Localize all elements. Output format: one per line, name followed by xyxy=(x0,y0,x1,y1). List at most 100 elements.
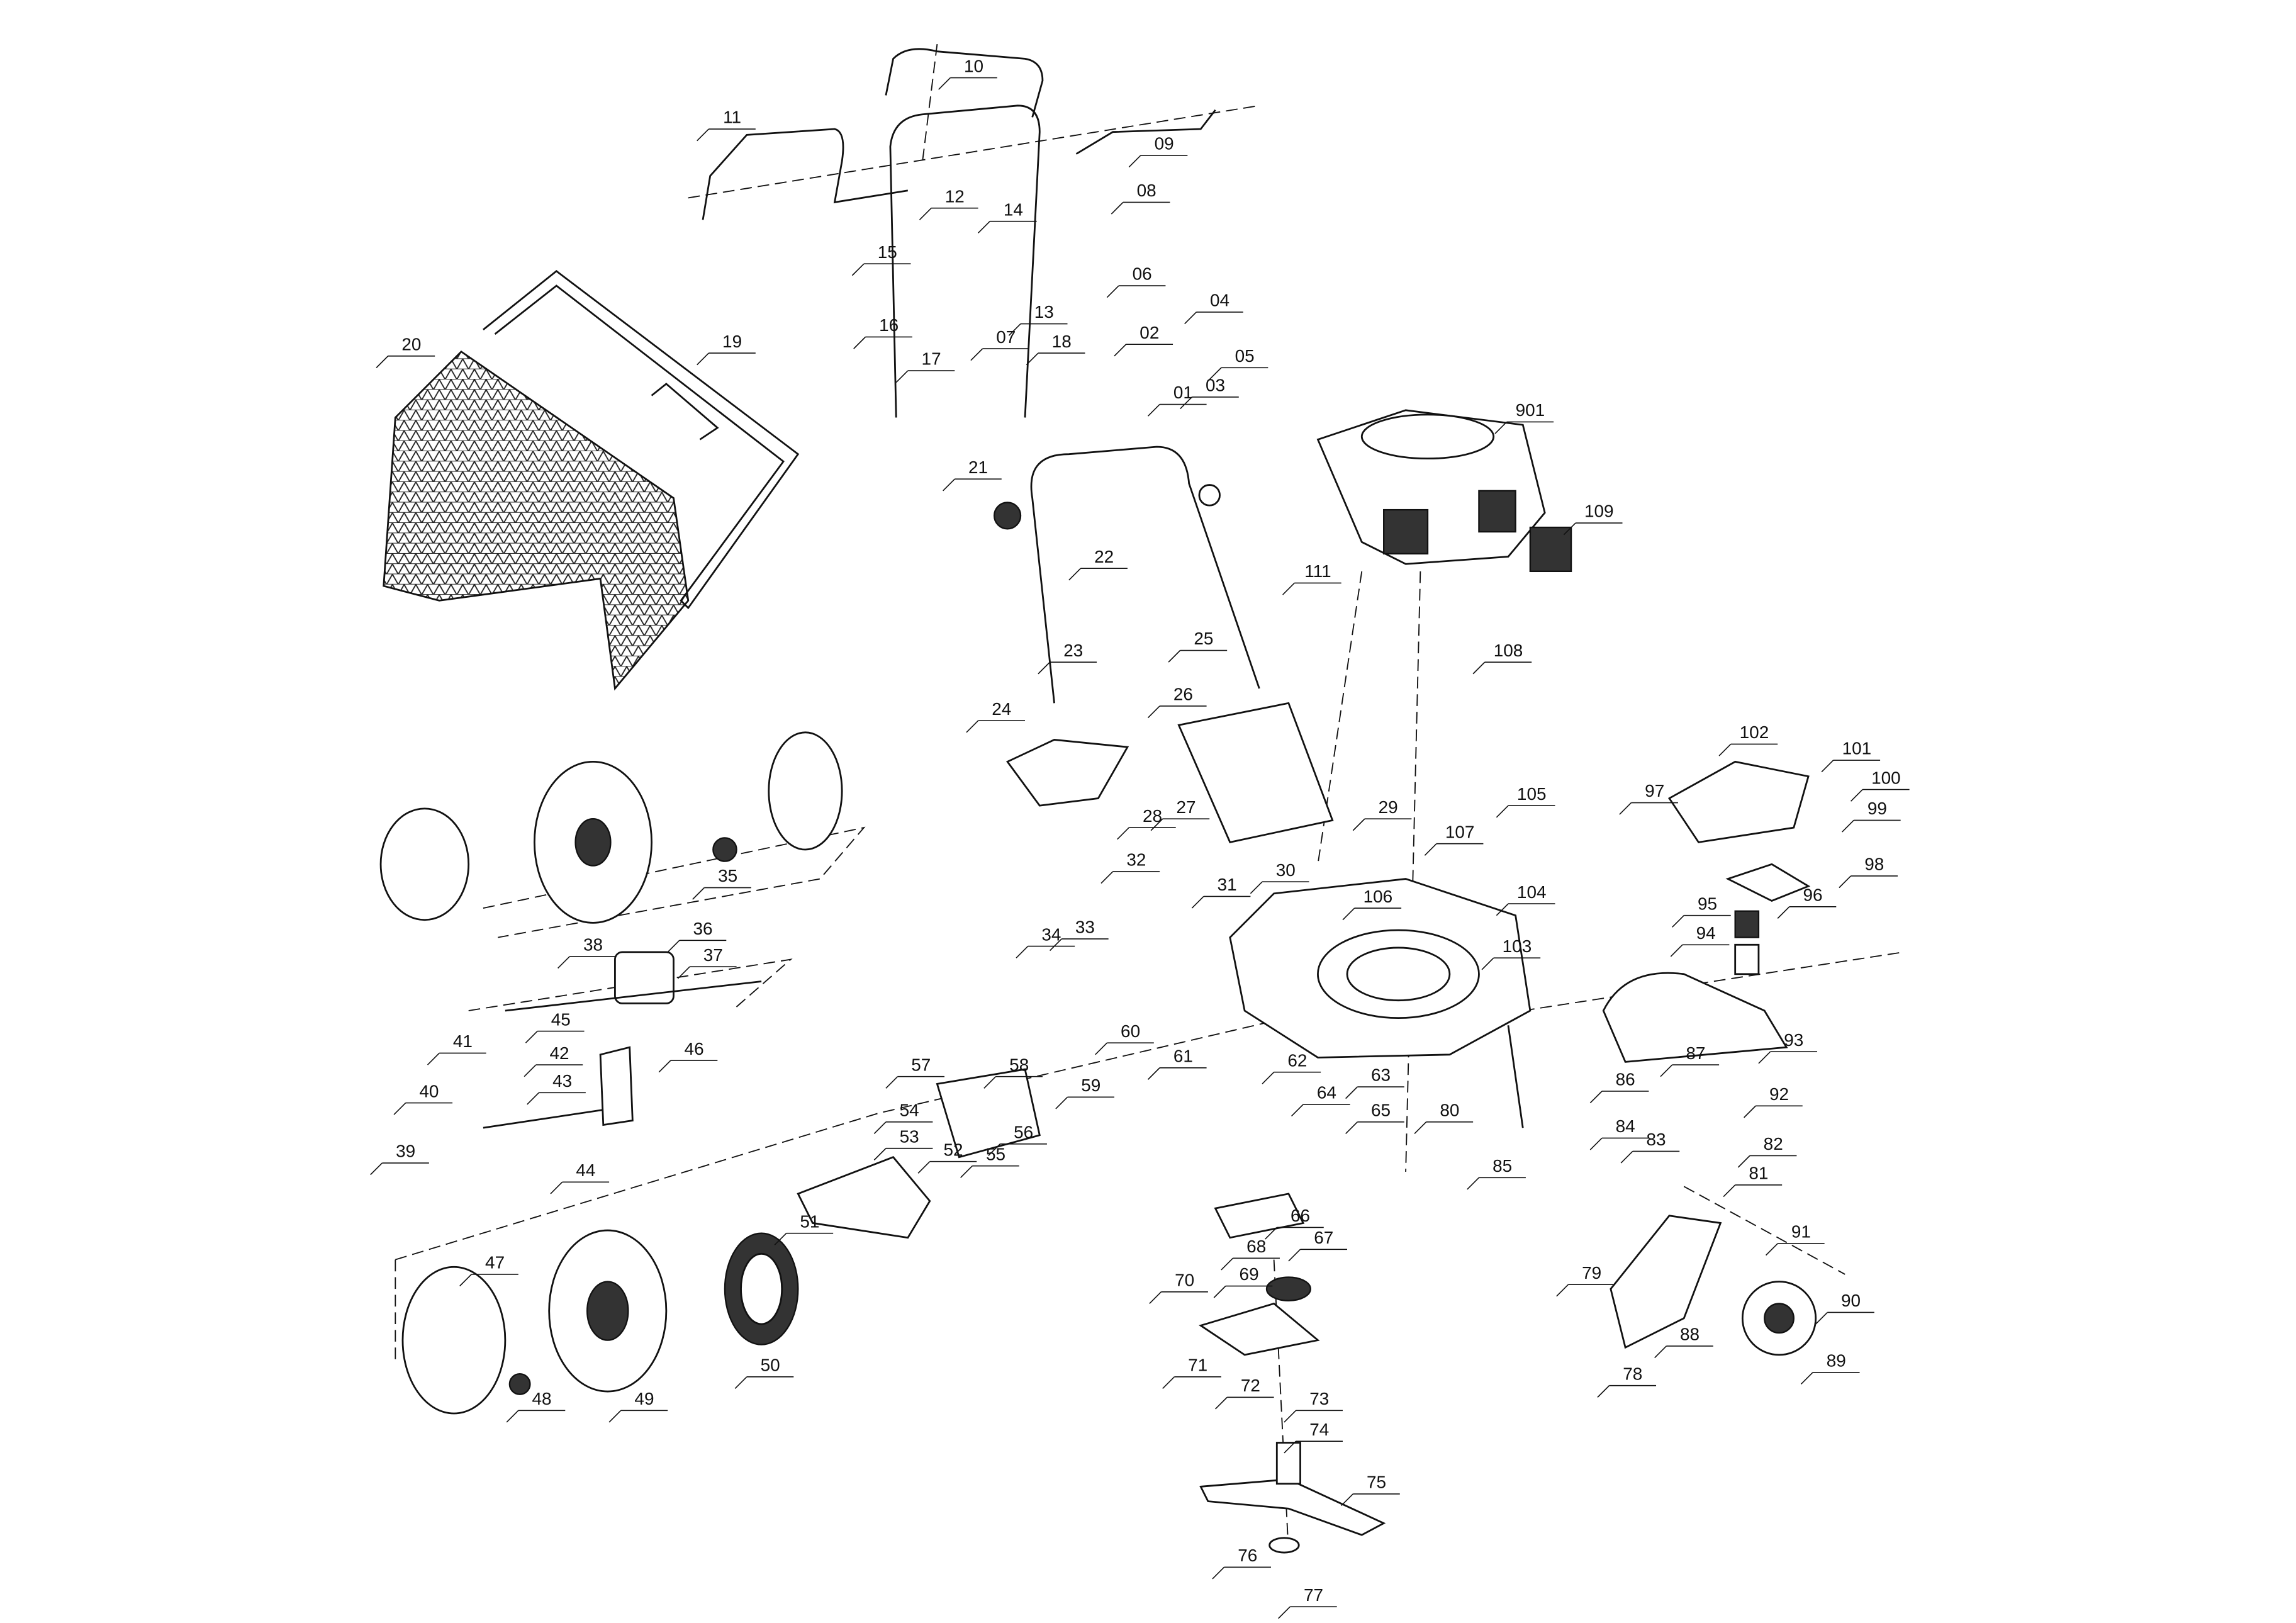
leader-line xyxy=(1008,323,1068,336)
leader-line xyxy=(1660,1064,1720,1077)
leader-line xyxy=(1744,1105,1803,1118)
leader-line xyxy=(1282,582,1341,595)
leader-line xyxy=(1620,1150,1680,1164)
leader-line xyxy=(851,263,911,276)
part-label-82: 82 xyxy=(1764,1134,1783,1154)
leader-line xyxy=(960,1165,1019,1178)
part-label-07: 07 xyxy=(996,327,1016,347)
part-label-106: 106 xyxy=(1364,887,1393,906)
leader-line xyxy=(1342,907,1402,921)
part-label-11: 11 xyxy=(723,108,741,127)
part-label-45: 45 xyxy=(551,1009,571,1029)
part-label-68: 68 xyxy=(1246,1237,1266,1256)
part-label-52: 52 xyxy=(943,1140,963,1159)
leader-line xyxy=(1839,875,1898,889)
part-label-31: 31 xyxy=(1218,875,1237,894)
leader-line xyxy=(1765,1243,1825,1256)
leader-line xyxy=(1563,522,1623,536)
leader-line xyxy=(608,1410,668,1423)
part-label-86: 86 xyxy=(1616,1070,1635,1089)
part-label-89: 89 xyxy=(1827,1351,1846,1370)
part-label-43: 43 xyxy=(552,1071,572,1091)
part-label-72: 72 xyxy=(1241,1376,1260,1395)
leader-line xyxy=(1117,827,1176,840)
part-label-87: 87 xyxy=(1686,1043,1705,1063)
part-label-59: 59 xyxy=(1081,1075,1100,1095)
part-label-108: 108 xyxy=(1494,641,1523,660)
part-label-13: 13 xyxy=(1034,302,1054,322)
part-label-15: 15 xyxy=(878,242,897,262)
assembly-lines xyxy=(395,43,1904,1553)
leader-line xyxy=(873,1121,933,1135)
leader-line xyxy=(1050,938,1109,952)
leader-line xyxy=(1214,1396,1274,1410)
part-label-69: 69 xyxy=(1240,1264,1259,1284)
part-label-17: 17 xyxy=(922,349,941,369)
leader-line xyxy=(885,1075,945,1089)
part-label-33: 33 xyxy=(1075,918,1095,937)
part-label-25: 25 xyxy=(1194,629,1213,648)
part-label-79: 79 xyxy=(1582,1263,1601,1283)
leader-line xyxy=(1265,1227,1324,1240)
leader-line xyxy=(1026,352,1085,366)
part-label-111: 111 xyxy=(1304,561,1331,581)
part-label-88: 88 xyxy=(1680,1325,1700,1344)
leader-line xyxy=(1481,957,1541,970)
leader-line xyxy=(1654,1345,1713,1359)
part-label-22: 22 xyxy=(1094,547,1114,566)
part-label-32: 32 xyxy=(1126,850,1146,870)
part-label-14: 14 xyxy=(1004,199,1023,219)
leader-line xyxy=(697,352,756,366)
leader-line xyxy=(1184,312,1243,325)
part-label-76: 76 xyxy=(1238,1546,1257,1565)
part-label-62: 62 xyxy=(1287,1050,1307,1070)
leader-line xyxy=(1850,789,1910,802)
part-label-20: 20 xyxy=(401,334,421,354)
leader-line xyxy=(1737,1155,1797,1168)
part-label-75: 75 xyxy=(1367,1473,1386,1492)
part-label-100: 100 xyxy=(1871,768,1901,787)
part-label-70: 70 xyxy=(1175,1271,1194,1290)
rear-wheel-upper xyxy=(379,731,843,924)
leader-line xyxy=(1556,1284,1615,1297)
part-label-63: 63 xyxy=(1371,1065,1391,1085)
leader-line xyxy=(697,128,756,142)
part-label-27: 27 xyxy=(1176,797,1196,817)
part-label-05: 05 xyxy=(1235,346,1255,366)
leader-line xyxy=(1284,1410,1343,1423)
part-label-16: 16 xyxy=(879,315,899,335)
part-label-37: 37 xyxy=(703,945,723,965)
leader-line xyxy=(677,966,737,979)
part-label-48: 48 xyxy=(532,1389,552,1408)
leader-line xyxy=(1619,802,1678,815)
part-label-64: 64 xyxy=(1317,1083,1336,1103)
leader-line xyxy=(1821,760,1881,773)
leader-line xyxy=(895,370,955,383)
leader-line xyxy=(1147,403,1207,417)
part-label-104: 104 xyxy=(1517,882,1547,902)
grass-catcher xyxy=(383,270,800,691)
leader-line xyxy=(1352,818,1412,831)
part-label-83: 83 xyxy=(1647,1130,1666,1149)
leader-line xyxy=(506,1410,566,1423)
leader-line xyxy=(1472,661,1532,675)
leader-line xyxy=(1284,1440,1343,1454)
part-label-102: 102 xyxy=(1740,722,1769,742)
part-label-73: 73 xyxy=(1309,1389,1329,1408)
part-label-103: 103 xyxy=(1503,936,1532,956)
part-label-93: 93 xyxy=(1784,1030,1803,1050)
leader-line xyxy=(524,1064,583,1077)
part-label-57: 57 xyxy=(911,1055,931,1074)
leader-line xyxy=(550,1181,610,1194)
part-label-91: 91 xyxy=(1791,1222,1811,1242)
front-axle xyxy=(1507,760,1817,1356)
leader-line xyxy=(1111,201,1170,215)
part-label-60: 60 xyxy=(1121,1021,1140,1041)
part-label-95: 95 xyxy=(1698,894,1717,913)
leader-line xyxy=(873,1147,933,1160)
leader-line xyxy=(1149,1291,1208,1305)
part-label-23: 23 xyxy=(1063,641,1083,660)
part-label-41: 41 xyxy=(453,1031,473,1051)
part-label-09: 09 xyxy=(1155,134,1174,154)
part-label-08: 08 xyxy=(1137,181,1156,200)
